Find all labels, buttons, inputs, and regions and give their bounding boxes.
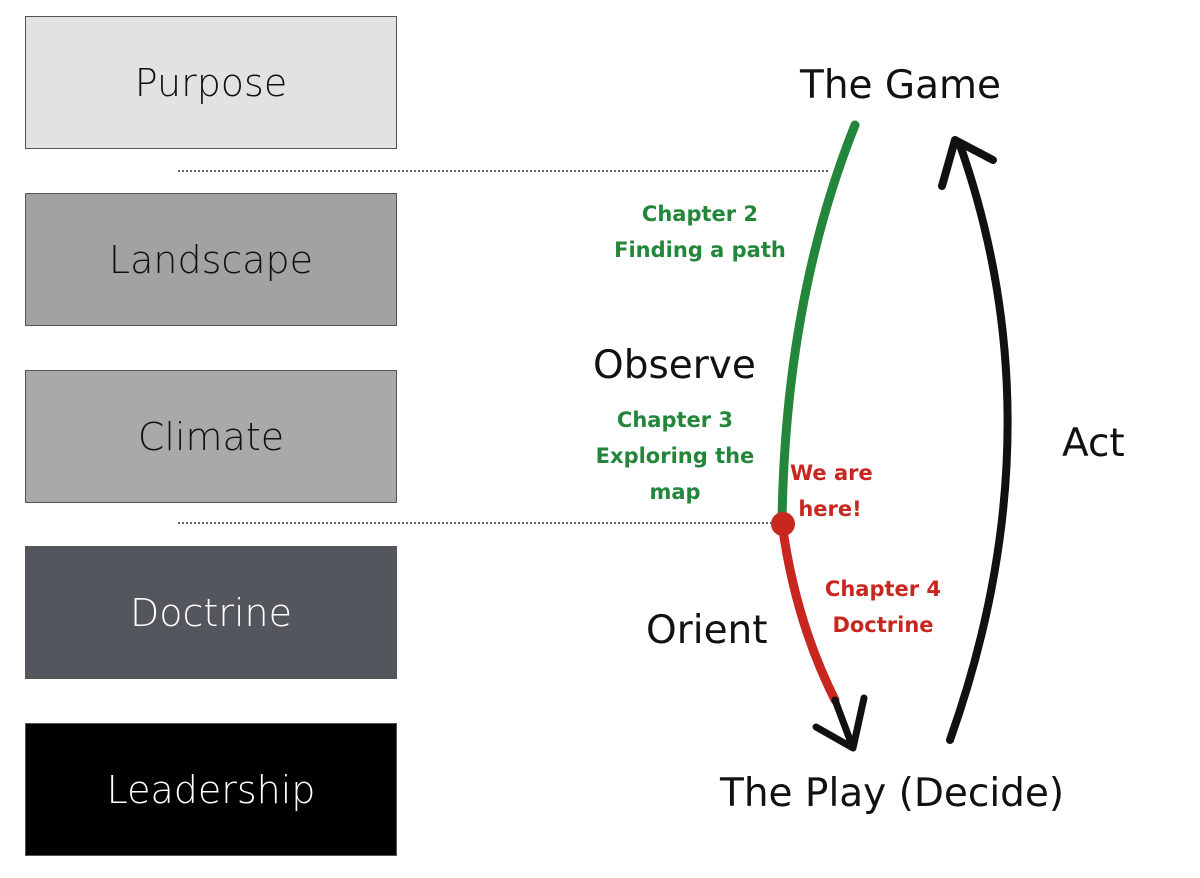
layer-label: Purpose [134,60,288,105]
arrowhead-down-icon [812,694,868,752]
annotation-line: We are [790,461,873,485]
annotation-line: map [649,480,701,504]
annotation-line: Chapter 3 [616,408,734,432]
label-observe: Observe [593,343,756,388]
label-the-play-decide: The Play (Decide) [720,771,1065,816]
annotation-line: Chapter 2 [641,202,759,226]
layer-landscape: Landscape [25,193,397,326]
layer-climate: Climate [25,370,397,503]
we-are-here-marker [771,512,795,536]
annotation-line: here! [798,497,862,521]
annotation-line: Chapter 4 [824,577,942,601]
label-the-game: The Game [800,63,1002,108]
layer-doctrine: Doctrine [25,546,397,679]
layer-purpose: Purpose [25,16,397,149]
observe-green-path [777,120,860,528]
annotation-chapter-4: Chapter 4 Doctrine [813,571,953,643]
annotation-chapter-3: Chapter 3 Exploring the map [575,402,775,510]
annotation-line: Finding a path [614,238,786,262]
orient-red-path [777,518,840,705]
annotation-chapter-2: Chapter 2 Finding a path [600,196,800,268]
label-orient: Orient [646,608,768,653]
label-act: Act [1062,421,1125,466]
annotation-line: Exploring the [595,444,755,468]
layer-label: Doctrine [130,590,292,635]
annotation-we-are-here: We are here! [790,455,873,527]
layer-label: Climate [137,414,285,459]
annotation-line: Doctrine [832,613,934,637]
layer-label: Leadership [106,767,316,812]
arrowhead-up-icon [938,136,997,190]
layer-leadership: Leadership [25,723,397,856]
layer-label: Landscape [108,237,314,282]
act-arrow-path [946,141,1012,744]
